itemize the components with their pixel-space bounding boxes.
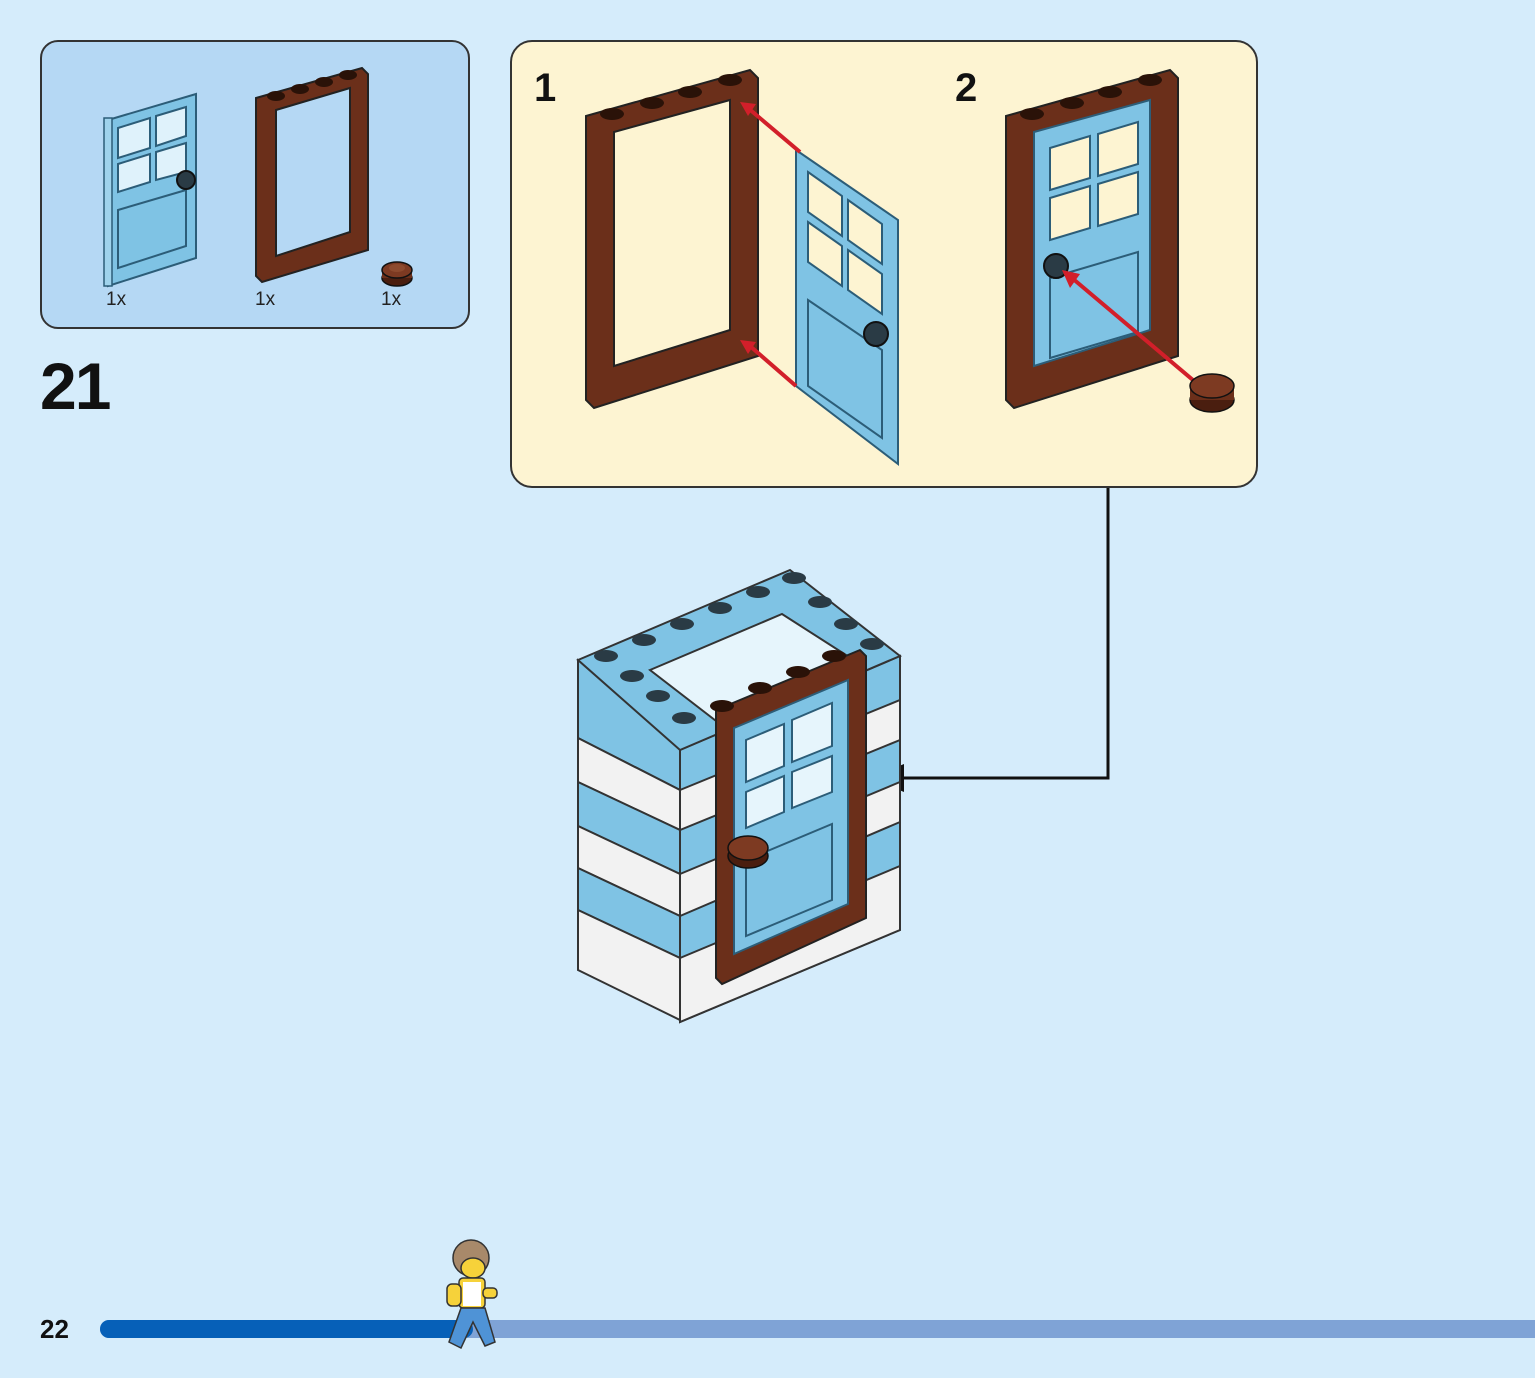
substep-number-1: 1 — [534, 66, 557, 110]
part-qty-door: 1x — [106, 289, 127, 310]
page-number: 22 — [40, 1314, 69, 1344]
part-door — [103, 92, 197, 288]
step-number: 21 — [40, 349, 111, 423]
substep-1-illustration — [585, 68, 899, 467]
part-qty-door-frame: 1x — [255, 289, 276, 310]
part-qty-round-plate: 1x — [381, 289, 402, 310]
part-door-frame — [255, 66, 369, 284]
substep-number-2: 2 — [955, 66, 978, 110]
substep-2-illustration — [1005, 68, 1235, 413]
minifigure-progress-marker — [446, 1239, 498, 1350]
main-model-building — [576, 568, 902, 1024]
progress-bar-fill — [100, 1320, 474, 1338]
part-round-plate — [381, 261, 413, 287]
